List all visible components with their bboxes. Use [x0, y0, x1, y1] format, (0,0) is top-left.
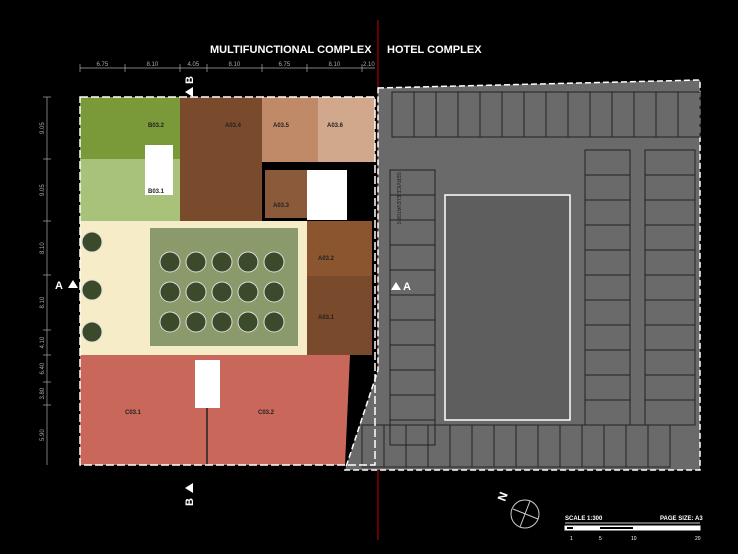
- unit-a032: [307, 221, 372, 276]
- north-label: N: [495, 490, 511, 503]
- scale-bar: [564, 525, 701, 531]
- section-a-right-arrow: [391, 282, 401, 290]
- dim-label-vertical: 8.10: [40, 242, 46, 254]
- tree-icon: [237, 311, 259, 333]
- hotel-room: [584, 399, 631, 426]
- dim-label-vertical: 9.05: [40, 184, 46, 196]
- service-elevators-label: SERVICE ELEVATORS: [395, 172, 401, 225]
- section-b-top: B: [184, 76, 196, 84]
- hotel-rooms: [361, 91, 701, 468]
- scale-tick-5: 5: [599, 536, 602, 542]
- scale-label: SCALE 1:300: [565, 516, 603, 522]
- section-a-right: A: [403, 281, 411, 293]
- title-hotel: HOTEL COMPLEX: [387, 44, 482, 56]
- dim-label-vertical: 3.80: [40, 387, 46, 399]
- core-c: [195, 360, 220, 408]
- section-b-bottom-arrow: [185, 483, 193, 493]
- unit-a036: [318, 97, 375, 162]
- tree-icon: [81, 231, 103, 253]
- room-label-a033: A03.3: [273, 203, 290, 209]
- core-a: [307, 170, 347, 220]
- dim-label-horizontal: 8.10: [329, 62, 341, 68]
- dim-label-vertical: 9.05: [40, 122, 46, 134]
- tree-icon: [185, 281, 207, 303]
- scale-tick-10: 10: [631, 536, 637, 542]
- unit-a034: [180, 97, 262, 221]
- title-multifunctional: MULTIFUNCTIONAL COMPLEX: [210, 44, 372, 56]
- north-arrow-icon: [510, 499, 540, 529]
- dim-label-vertical: 5.90: [40, 429, 46, 441]
- dim-label-horizontal: 6.75: [97, 62, 109, 68]
- dim-label-horizontal: 4.05: [188, 62, 200, 68]
- tree-icon: [81, 321, 103, 343]
- unit-a033: [265, 170, 307, 218]
- hotel-courtyard: [444, 194, 571, 421]
- tree-icon: [237, 251, 259, 273]
- scale-tick-20: 20: [695, 536, 701, 542]
- tree-icon: [263, 311, 285, 333]
- multifunctional-outline: [79, 96, 376, 466]
- dim-label-horizontal: 8.10: [147, 62, 159, 68]
- tree-icon: [237, 281, 259, 303]
- page-size-label: PAGE SIZE: A3: [660, 516, 703, 522]
- unit-a035: [262, 97, 318, 162]
- room-label-c032: C03.2: [258, 410, 275, 416]
- section-a-left: A: [55, 280, 63, 292]
- dim-label-horizontal: 2.10: [363, 62, 375, 68]
- room-label-a034: A03.4: [225, 123, 242, 129]
- tree-icon: [263, 251, 285, 273]
- hotel-room: [389, 419, 436, 446]
- dim-label-vertical: 4.10: [40, 336, 46, 348]
- section-b-top-arrow: [185, 87, 193, 97]
- section-b-bottom: B: [184, 498, 196, 506]
- room-label-c031: C03.1: [125, 410, 142, 416]
- dim-label-horizontal: 8.10: [229, 62, 241, 68]
- tree-icon: [159, 311, 181, 333]
- tree-icon: [185, 251, 207, 273]
- core-b: [145, 145, 173, 195]
- tree-icon: [211, 281, 233, 303]
- scale-tick-1: 1: [570, 536, 573, 542]
- room-label-b031: B03.1: [148, 189, 165, 195]
- hotel-room: [677, 91, 701, 138]
- unit-c03: [80, 355, 350, 465]
- tree-icon: [263, 281, 285, 303]
- room-label-b032: B03.2: [148, 123, 165, 129]
- tree-icon: [159, 281, 181, 303]
- unit-a031: [307, 276, 372, 355]
- tree-icon: [211, 311, 233, 333]
- dim-label-horizontal: 6.75: [279, 62, 291, 68]
- dim-label-vertical: 8.10: [40, 296, 46, 308]
- tree-icon: [185, 311, 207, 333]
- tree-icon: [159, 251, 181, 273]
- room-label-a036: A03.6: [327, 123, 344, 129]
- dim-label-vertical: 6.40: [40, 362, 46, 374]
- room-label-a031: A03.1: [318, 315, 335, 321]
- room-label-a035: A03.5: [273, 123, 290, 129]
- section-a-left-arrow: [68, 280, 78, 288]
- tree-icon: [81, 279, 103, 301]
- room-label-a032: A03.2: [318, 256, 335, 262]
- tree-icon: [211, 251, 233, 273]
- courtyard-trees: [81, 231, 285, 343]
- hotel-room: [644, 399, 696, 426]
